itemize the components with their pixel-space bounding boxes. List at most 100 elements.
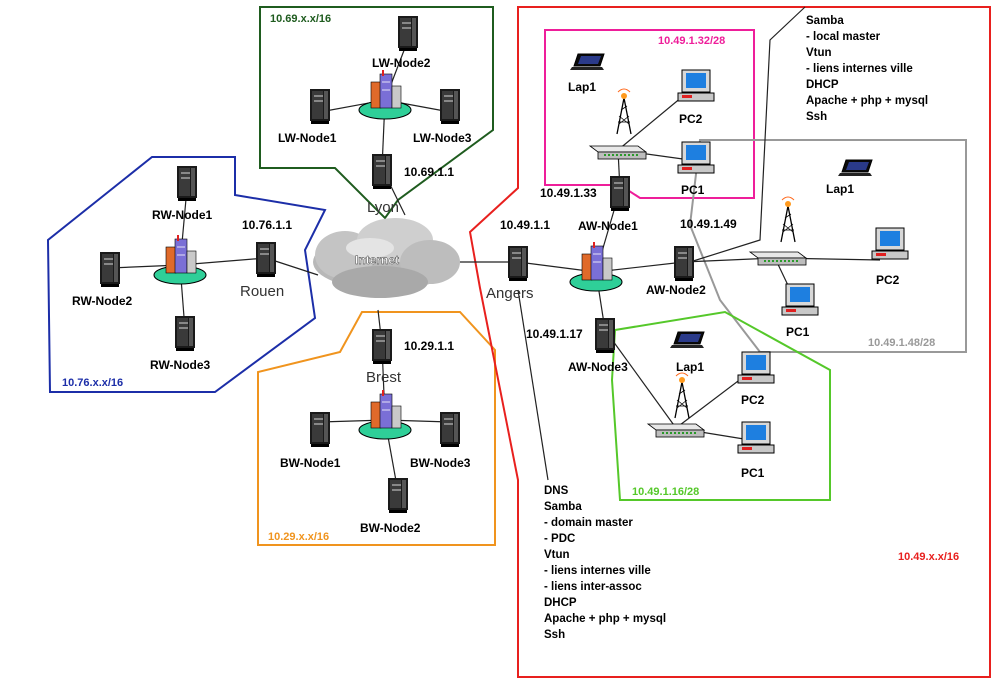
info-bottom-line: - liens inter-assoc <box>544 581 642 593</box>
s32-pc2-icon <box>677 69 715 102</box>
s32-pc1-label: PC1 <box>681 183 705 197</box>
s32-access-point-icon <box>616 88 632 135</box>
angers-hub-icon <box>569 241 623 292</box>
lw-node3-label: LW-Node3 <box>413 131 472 145</box>
bw-node3-server-icon <box>440 412 460 447</box>
subnet-32-region <box>544 29 755 199</box>
info-bottom-line: - liens internes ville <box>544 565 651 577</box>
bw-node2-server-icon <box>388 478 408 513</box>
info-top-line: - local master <box>806 31 881 43</box>
info-bottom-line: - PDC <box>544 533 575 545</box>
s48-pc2-label: PC2 <box>876 273 900 287</box>
lw-node3-server-icon <box>440 89 460 124</box>
s16-pc2-icon <box>737 351 775 384</box>
lyon-gateway-server-icon <box>372 154 392 189</box>
s16-laptop-icon <box>669 331 705 349</box>
ip-aw1: 10.49.1.33 <box>540 186 597 200</box>
info-bottom-line: Apache + php + mysql <box>544 613 666 625</box>
internet-cloud: Internet <box>313 218 460 298</box>
subnet-48-label: 10.49.1.48/28 <box>868 337 935 349</box>
lw-node2-server-icon <box>398 16 418 51</box>
s16-pc2-label: PC2 <box>741 393 765 407</box>
subnet-16-region <box>610 310 831 501</box>
rw-node3-label: RW-Node3 <box>150 358 211 372</box>
s48-laptop-icon <box>837 159 873 177</box>
s16-pc1-icon <box>737 421 775 454</box>
lw-node1-label: LW-Node1 <box>278 131 337 145</box>
rouen-gateway-server-icon <box>256 242 276 277</box>
services-top-block: Samba - local master Vtun - liens intern… <box>806 15 928 123</box>
rw-node2-label: RW-Node2 <box>72 294 133 308</box>
s32-lap-label: Lap1 <box>568 80 596 94</box>
ip-angers: 10.49.1.1 <box>500 218 550 232</box>
lw-node2-label: LW-Node2 <box>372 56 431 70</box>
rw-node1-label: RW-Node1 <box>152 208 213 222</box>
angers-network-label: 10.49.x.x/16 <box>898 551 959 563</box>
ip-aw3: 10.49.1.17 <box>526 327 583 341</box>
city-rouen: Rouen <box>240 283 284 300</box>
lyon-hub-icon <box>358 69 412 120</box>
ip-lyon: 10.69.1.1 <box>404 165 454 179</box>
services-bottom-block: DNS Samba - domain master - PDC Vtun - l… <box>544 485 666 641</box>
ip-brest: 10.29.1.1 <box>404 339 454 353</box>
info-top-line: Vtun <box>806 47 832 59</box>
info-bottom-line: Vtun <box>544 549 570 561</box>
ip-aw2: 10.49.1.49 <box>680 217 737 231</box>
brest-gateway-server-icon <box>372 329 392 364</box>
info-bottom-line: Samba <box>544 501 582 513</box>
s16-lap-label: Lap1 <box>676 360 704 374</box>
info-top-line: Apache + php + mysql <box>806 95 928 107</box>
subnet-48-region <box>688 139 967 353</box>
s48-lap-label: Lap1 <box>826 182 854 196</box>
aw-node3-label: AW-Node3 <box>568 360 628 374</box>
s48-pc2-icon <box>871 227 909 260</box>
s32-switch-icon <box>589 145 647 160</box>
aw-node1-label: AW-Node1 <box>578 219 638 233</box>
subnet-32-label: 10.49.1.32/28 <box>658 35 725 47</box>
rennes-network-label: 10.76.x.x/16 <box>62 377 123 389</box>
internet-label: Internet <box>355 253 399 267</box>
info-top-line: - liens internes ville <box>806 63 913 75</box>
angers-gateway-server-icon <box>508 246 528 281</box>
s48-access-point-icon <box>780 196 796 243</box>
s32-pc1-icon <box>677 141 715 174</box>
s16-access-point-icon <box>674 372 690 419</box>
rouen-hub-icon <box>153 234 207 285</box>
angers-region <box>468 6 991 678</box>
rw-node3-server-icon <box>175 316 195 351</box>
subnet-16-label: 10.49.1.16/28 <box>632 486 699 498</box>
city-angers: Angers <box>486 285 534 302</box>
bw-node3-label: BW-Node3 <box>410 456 471 470</box>
info-bottom-line: - domain master <box>544 517 633 529</box>
ip-rouen: 10.76.1.1 <box>242 218 292 232</box>
s32-pc2-label: PC2 <box>679 112 703 126</box>
lyon-network-label: 10.69.x.x/16 <box>270 13 331 25</box>
info-bottom-line: Ssh <box>544 629 565 641</box>
bw-node1-server-icon <box>310 412 330 447</box>
s16-switch-icon <box>647 423 705 438</box>
bw-node2-label: BW-Node2 <box>360 521 421 535</box>
brest-hub-icon <box>358 389 412 440</box>
lw-node1-server-icon <box>310 89 330 124</box>
info-bottom-line: DNS <box>544 485 569 497</box>
aw-node2-label: AW-Node2 <box>646 283 706 297</box>
info-top-line: Ssh <box>806 111 827 123</box>
info-top-line: Samba <box>806 15 844 27</box>
aw-node3-server-icon <box>595 318 615 353</box>
rw-node1-server-icon <box>177 166 197 201</box>
brest-region <box>257 311 496 546</box>
brest-network-label: 10.29.x.x/16 <box>268 531 329 543</box>
lyon-region <box>259 6 494 220</box>
city-lyon: Lyon <box>367 199 399 216</box>
s48-pc1-label: PC1 <box>786 325 810 339</box>
s48-switch-icon <box>749 251 807 266</box>
rw-node2-server-icon <box>100 252 120 287</box>
aw-node1-server-icon <box>610 176 630 211</box>
aw-node2-server-icon <box>674 246 694 281</box>
s48-pc1-icon <box>781 283 819 316</box>
info-bottom-line: DHCP <box>544 597 577 609</box>
bw-node1-label: BW-Node1 <box>280 456 341 470</box>
s16-pc1-label: PC1 <box>741 466 765 480</box>
s32-laptop-icon <box>569 53 605 71</box>
